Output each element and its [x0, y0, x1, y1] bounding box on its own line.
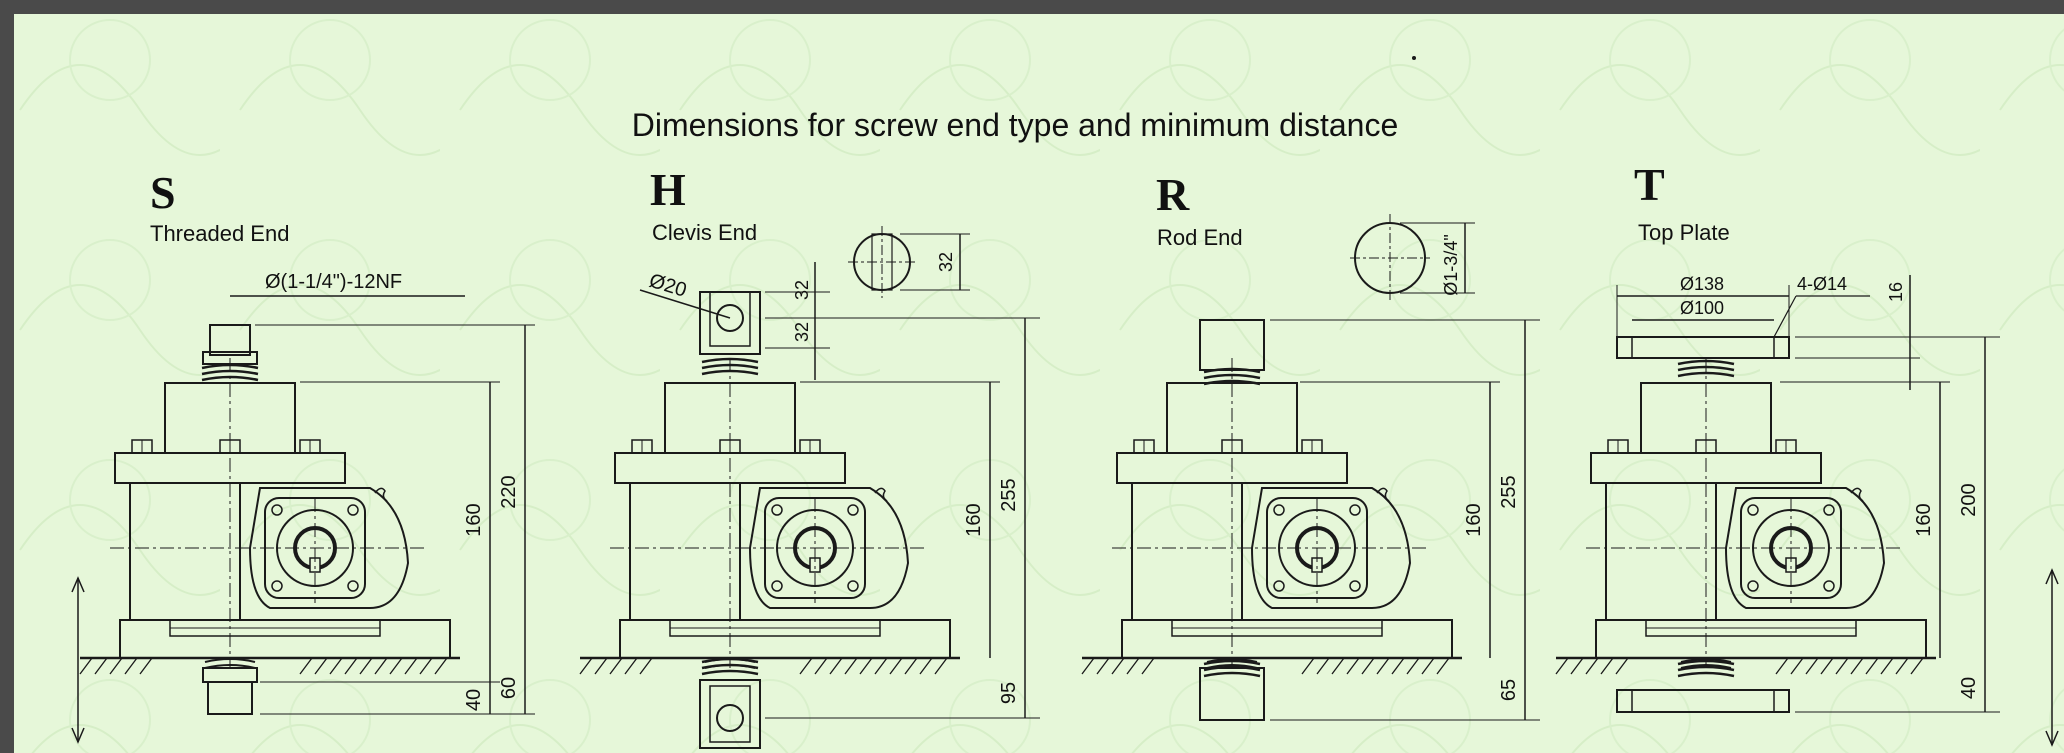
- panel-rod-end: R Rod End Ø1-3/4" 160 255 65: [1080, 169, 1540, 721]
- drawing-title: Dimensions for screw end type and minimu…: [632, 107, 1399, 143]
- dim-height-255: 255: [998, 478, 1020, 511]
- dim-thickness-16: 16: [1886, 282, 1906, 302]
- panel-name: Clevis End: [652, 220, 757, 245]
- dim-plate-138: Ø138: [1680, 274, 1724, 294]
- dim-detail-32: 32: [936, 252, 956, 272]
- panel-name: Rod End: [1157, 225, 1243, 250]
- dim-bottom-40: 40: [463, 689, 485, 711]
- dim-rod-diameter: Ø1-3/4": [1441, 234, 1461, 295]
- dim-plate-100: Ø100: [1680, 298, 1724, 318]
- dim-height-160: 160: [463, 503, 485, 536]
- panel-threaded-end: S Threaded End Ø(1-1/4")-12NF 160 220 40…: [71, 167, 535, 744]
- panel-code: S: [150, 167, 176, 218]
- panel-code: H: [650, 164, 686, 215]
- panel-name: Top Plate: [1638, 220, 1730, 245]
- dim-height-160: 160: [1913, 503, 1935, 536]
- dim-height-200: 200: [1958, 483, 1980, 516]
- dim-bottom-65: 65: [1498, 679, 1520, 701]
- panel-name: Threaded End: [150, 221, 289, 246]
- panel-code: T: [1634, 159, 1665, 210]
- dim-width-32b: 32: [792, 322, 812, 342]
- dim-height-160: 160: [963, 503, 985, 536]
- panel-code: R: [1156, 169, 1190, 220]
- dim-bottom-40: 40: [1958, 677, 1980, 699]
- dim-bottom-60: 60: [498, 677, 520, 699]
- dim-bottom-95: 95: [998, 682, 1020, 704]
- dim-holes: 4-Ø14: [1797, 274, 1847, 294]
- panel-top-plate: T Top Plate Ø138 Ø100 4-Ø14 16 160 20: [1554, 159, 2059, 747]
- dim-thread: Ø(1-1/4")-12NF: [265, 271, 402, 293]
- dim-height-255: 255: [1498, 475, 1520, 508]
- dim-width-32a: 32: [792, 280, 812, 300]
- dim-height-220: 220: [498, 475, 520, 508]
- dim-height-160: 160: [1463, 503, 1485, 536]
- panel-clevis-end: H Clevis End Ø20 32 32 32: [578, 164, 1040, 749]
